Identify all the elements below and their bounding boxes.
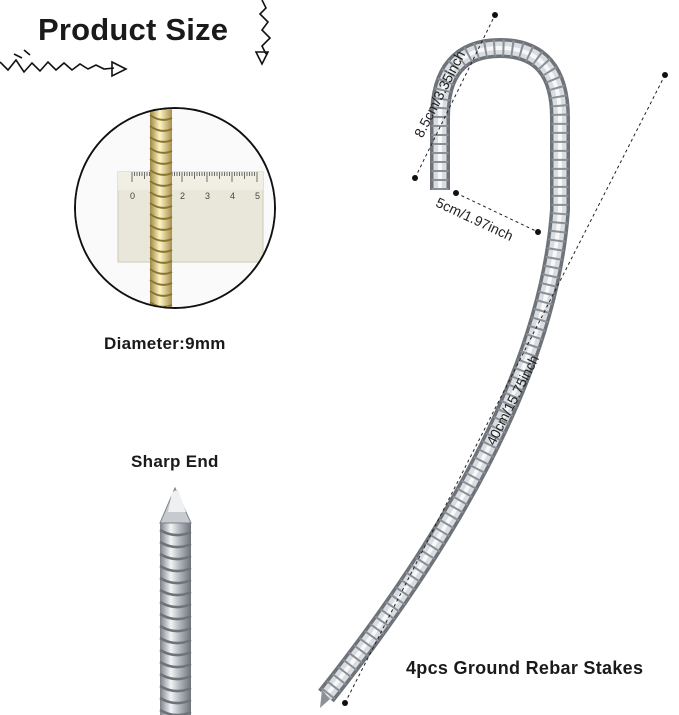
rebar-rib: [149, 147, 173, 154]
rebar-rib: [149, 213, 173, 220]
stake-rib: [159, 612, 192, 621]
stake-rib: [159, 648, 192, 657]
rebar-rib: [149, 191, 173, 198]
stake-rib: [159, 588, 192, 597]
product-caption: 4pcs Ground Rebar Stakes: [406, 658, 644, 678]
squiggle-arrow-icon: [0, 49, 128, 78]
ruler-tick-label: 3: [205, 191, 210, 201]
squiggle-down-arrow-icon: [254, 0, 272, 66]
rebar-rib: [149, 180, 173, 187]
rebar-rib: [149, 235, 173, 242]
stake-rib: [159, 672, 192, 681]
rebar-rib: [149, 257, 173, 264]
stake-rib: [159, 600, 192, 609]
hook-height-dimension: [412, 12, 498, 181]
hook-width-dimension: [453, 190, 541, 235]
stake-rib: [159, 552, 192, 561]
diameter-magnifier: 012345: [74, 107, 276, 309]
stake-rib: [159, 684, 192, 693]
page-title: Product Size: [38, 12, 229, 47]
stake-rib: [159, 576, 192, 585]
stake-rib: [159, 660, 192, 669]
ruler-tick-label: 0: [130, 191, 135, 201]
rebar-rib: [149, 114, 173, 121]
rebar-rib: [149, 290, 173, 297]
rebar-rib: [149, 125, 173, 132]
stake-rib: [159, 624, 192, 633]
sharp-end-caption: Sharp End: [131, 452, 219, 471]
ruler-tick-label: 4: [230, 191, 235, 201]
ruler-tick-label: 5: [255, 191, 260, 201]
rebar-rib: [149, 136, 173, 143]
diameter-caption: Diameter:9mm: [104, 334, 226, 353]
rebar-rib: [149, 246, 173, 253]
rebar-rib: [149, 268, 173, 275]
total-length-dimension: [342, 72, 668, 706]
stake-rib: [159, 540, 192, 549]
ruler-tick-label: 2: [180, 191, 185, 201]
stake-rib: [159, 636, 192, 645]
stake-rib: [159, 696, 192, 705]
stake-rib: [159, 708, 192, 715]
stake-rib: [159, 528, 192, 537]
rebar-rib: [149, 202, 173, 209]
sharp-end-closeup: [159, 486, 192, 715]
rebar-rib: [149, 279, 173, 286]
rebar-rib: [149, 158, 173, 165]
rebar-rib: [149, 169, 173, 176]
rebar-rib: [149, 224, 173, 231]
rebar-stake-image: [318, 37, 570, 708]
stake-rib: [159, 564, 192, 573]
